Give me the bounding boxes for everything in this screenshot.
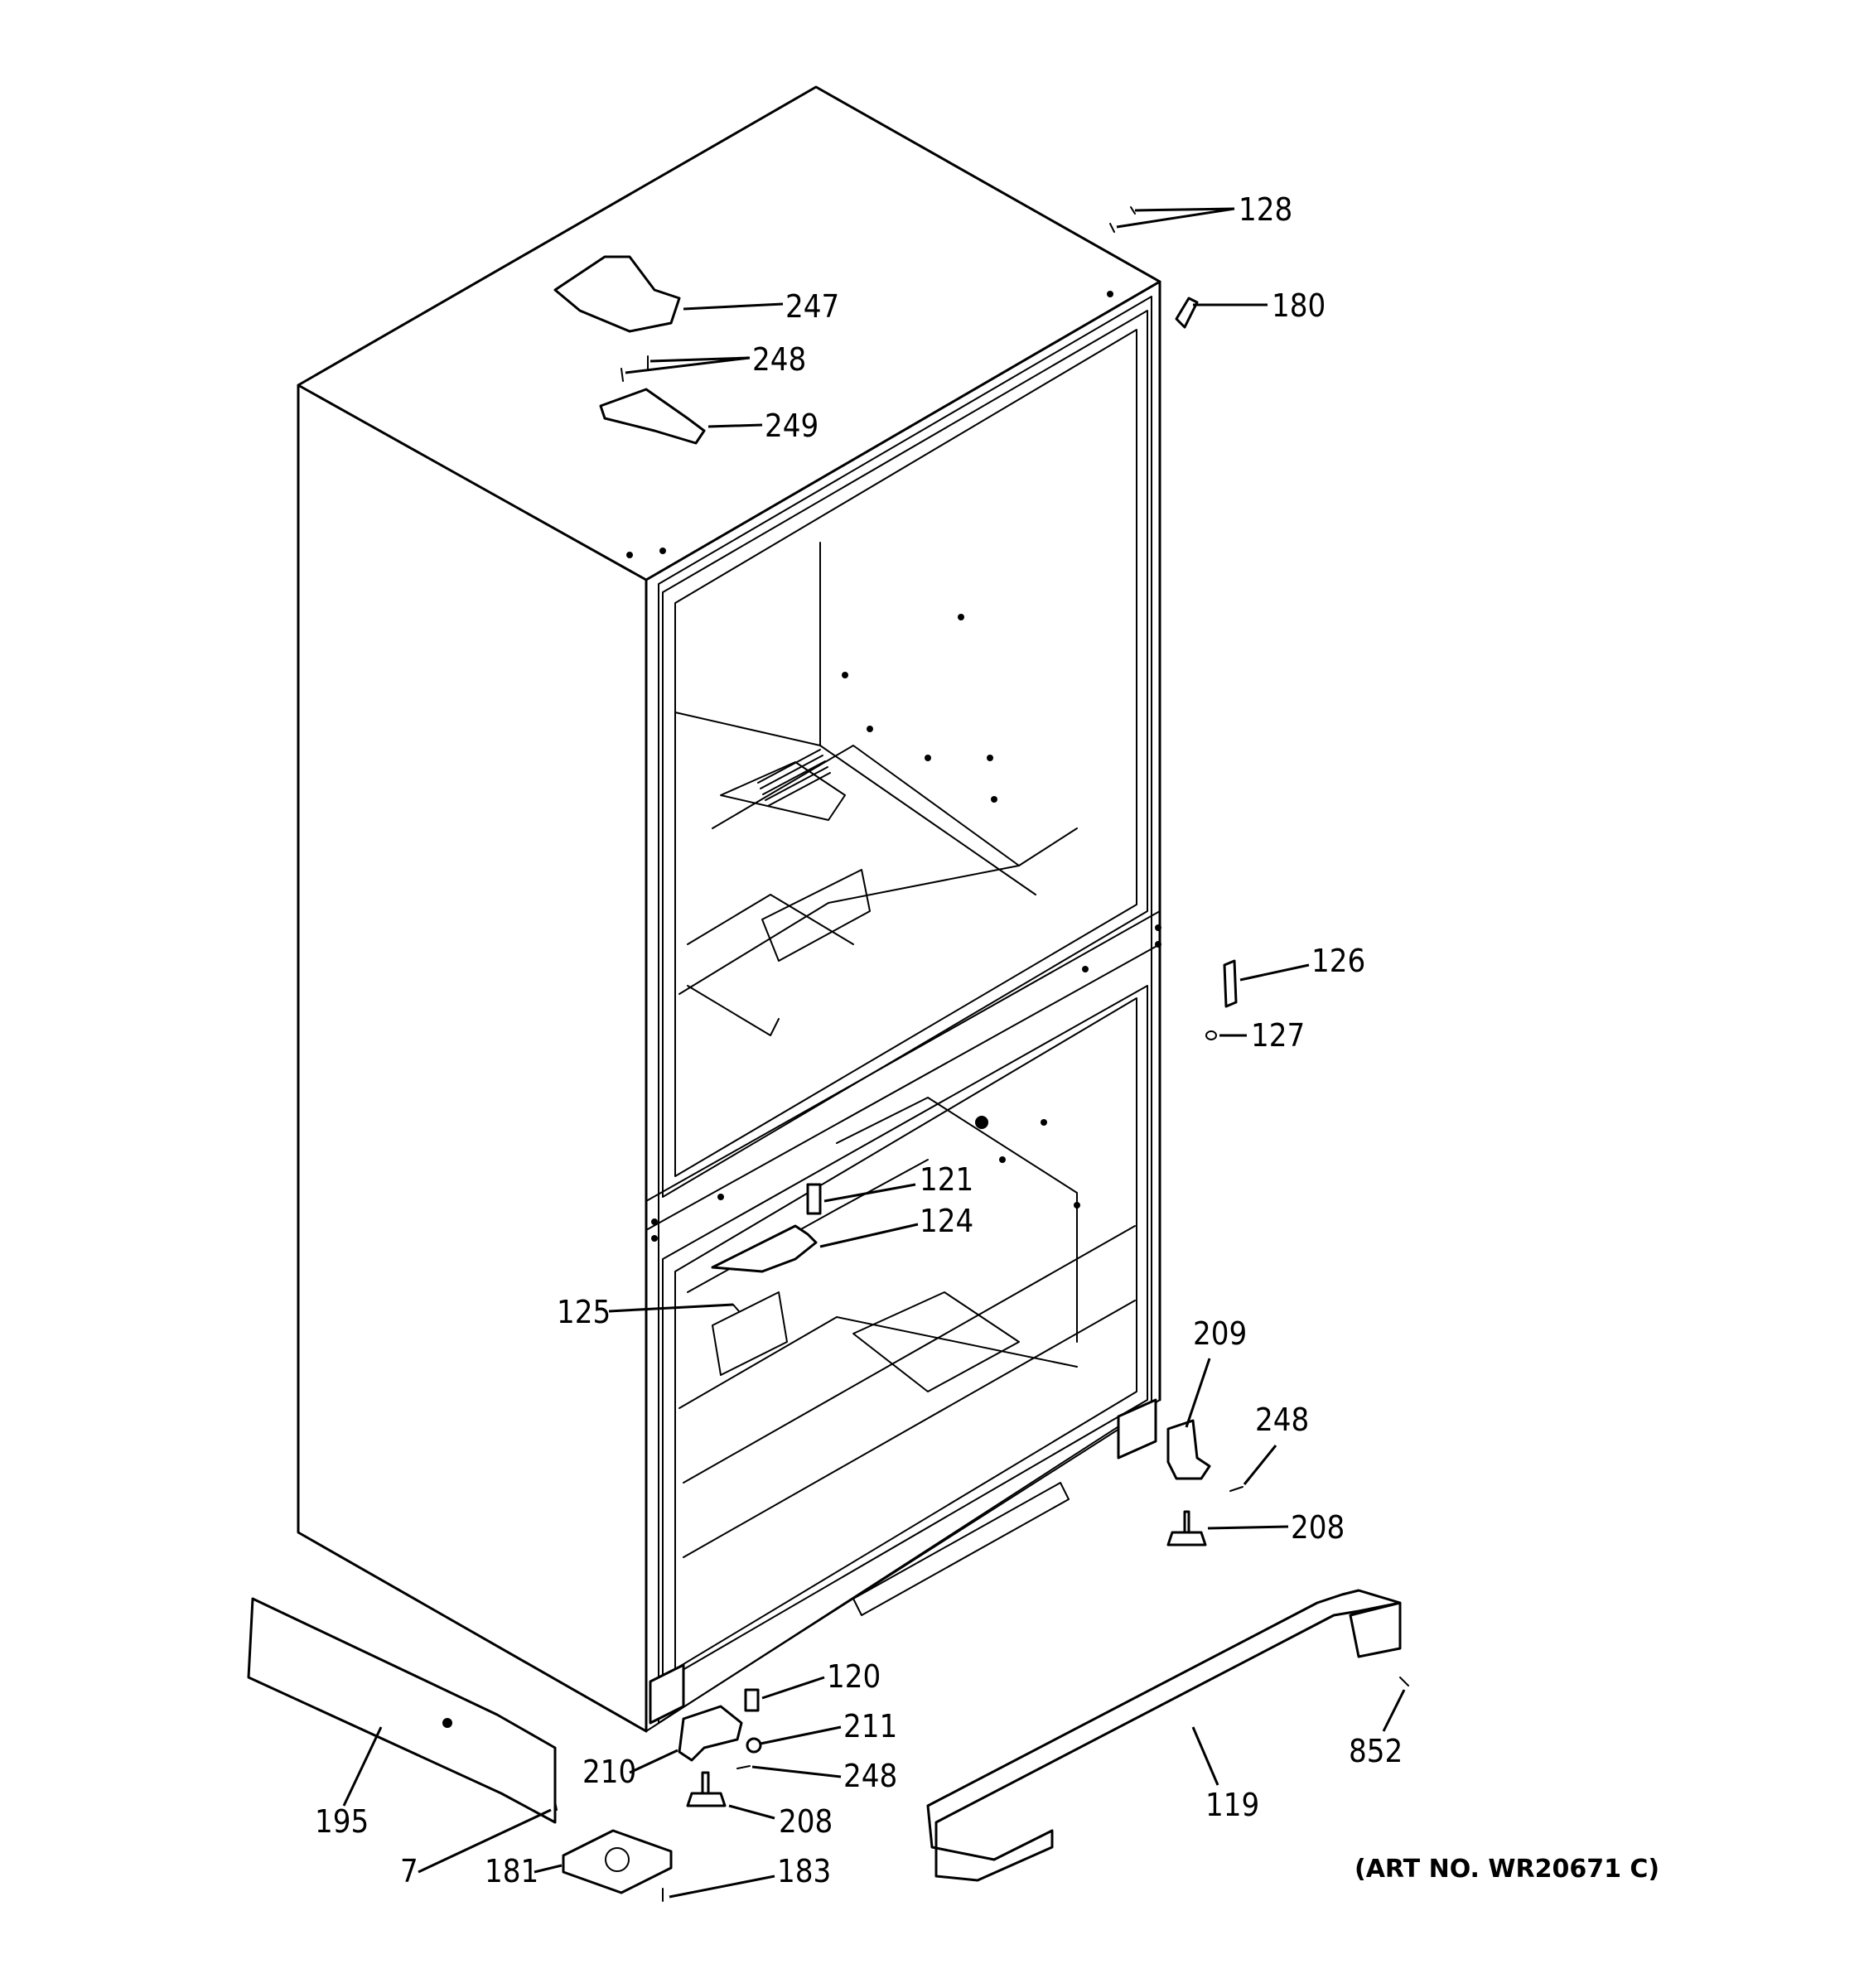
callout-128: 128 [1239,191,1292,228]
screw-icon [621,355,649,382]
callout-126: 126 [1311,943,1365,979]
callout-248-right: 248 [1255,1402,1309,1438]
leader-lines [342,207,1406,1899]
air-grille [757,749,831,807]
screw-icon [1399,1677,1409,1686]
switch-bracket [711,1224,818,1273]
hinge-bracket-right [1166,1419,1211,1480]
leveling-leg-left [686,1771,727,1807]
screw-icon [1109,206,1136,233]
callout-211: 211 [843,1708,897,1744]
callout-208-right: 208 [1291,1509,1345,1546]
callout-248: 248 [752,341,806,378]
art-number: (ART NO. WR20671 C) [1355,1855,1659,1884]
screw-icon [554,1801,558,1811]
callout-249: 249 [765,408,819,444]
screw-icon [732,1304,740,1312]
top-hinge [599,388,706,445]
hinge-pin [744,1688,760,1712]
callout-120: 120 [827,1658,881,1695]
leveling-leg-right [1166,1510,1207,1546]
mullion-bracket [1223,959,1238,1008]
callout-209: 209 [1193,1315,1247,1352]
callout-181: 181 [485,1853,538,1889]
callout-127: 127 [1251,1017,1305,1054]
roller-assembly [562,1829,673,1894]
door-stop [1175,297,1199,329]
callout-124: 124 [920,1203,973,1239]
callout-195: 195 [315,1803,369,1840]
callout-labels: 128 247 180 248 249 126 127 121 124 125 … [315,191,1403,1889]
top-hinge-cover [553,255,681,333]
nut [746,1737,762,1754]
callout-208-bottom: 208 [779,1803,833,1840]
liner-holes [626,291,1161,1242]
screw-icon [736,1765,751,1769]
callout-7: 7 [400,1853,418,1889]
callout-183: 183 [777,1853,831,1889]
callout-248-bottom: 248 [843,1758,897,1794]
screw-icon [1229,1486,1243,1492]
refrigerator-cabinet [297,85,1161,1733]
callout-210: 210 [582,1754,636,1790]
callout-247: 247 [785,288,839,325]
callout-119: 119 [1205,1787,1259,1823]
callout-852: 852 [1349,1733,1403,1769]
callout-121: 121 [920,1161,973,1198]
callout-180: 180 [1272,287,1326,324]
base-grille [247,1597,557,1824]
plug [1205,1030,1217,1040]
callout-125: 125 [557,1294,611,1330]
base-trim [926,1589,1402,1882]
hinge-bracket-bottom [678,1705,743,1762]
freezer-switch [806,1183,822,1215]
